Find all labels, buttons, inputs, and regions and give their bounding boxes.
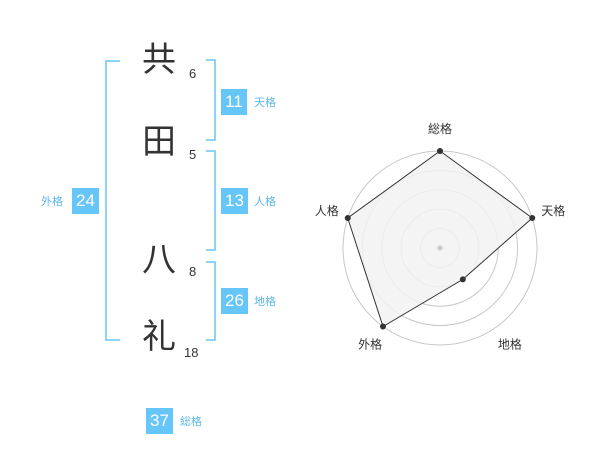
stroke-count-1: 6 [189,66,197,81]
soukaku-label: 総格 [180,415,202,428]
stroke-count-3: 8 [189,264,197,279]
jinkaku-label: 人格 [254,195,276,208]
soukaku-value: 37 [146,408,173,434]
radar-polygon [347,150,534,328]
tenkaku-value: 11 [221,89,247,115]
stroke-count-2: 5 [189,147,197,162]
char-2: 田 [142,122,176,162]
radar-point [459,276,466,283]
jinkaku-bracket [206,150,216,251]
jinkaku-value: 13 [221,188,248,214]
radar-point [529,215,536,222]
chikaku-bracket [206,261,216,341]
radar-axis-label: 地格 [498,336,522,351]
gaikaku-bracket [105,60,120,341]
radar-point [437,148,443,154]
char-1: 共 [142,40,176,80]
radar-axis-label: 総格 [428,121,452,136]
radar-points [344,148,536,330]
tenkaku-label: 天格 [254,96,276,109]
radar-axis-label: 天格 [541,203,565,218]
radar-axis-label: 外格 [358,336,382,351]
char-4: 礼 [142,317,176,357]
gaikaku-label: 外格 [41,195,63,208]
radar-point [379,323,386,330]
chikaku-label: 地格 [254,295,276,308]
radar-axis-label: 人格 [315,203,339,218]
tenkaku-bracket [206,59,216,141]
radar-point [344,215,351,222]
gaikaku-value: 24 [72,188,99,214]
radar-center-dot [437,245,443,251]
chikaku-value: 26 [221,288,248,314]
char-3: 八 [142,240,176,280]
stroke-count-4: 18 [184,345,199,360]
